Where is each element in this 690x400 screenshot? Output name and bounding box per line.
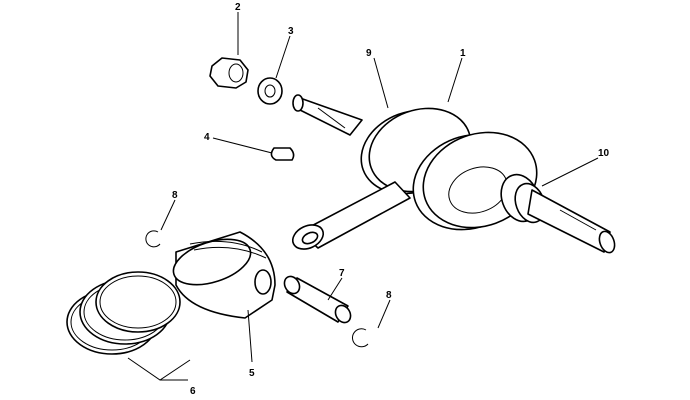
leader-lines — [127, 12, 599, 381]
key — [270, 147, 295, 161]
washer — [257, 77, 283, 105]
callout-piston: 5 — [249, 368, 255, 379]
circlip-right — [351, 328, 369, 348]
callout-piston-rings: 6 — [190, 386, 196, 397]
callout-crankshaft-assembly: 1 — [460, 48, 466, 59]
callout-nut: 2 — [235, 2, 241, 13]
callout-bearing: 10 — [598, 148, 610, 159]
piston-rings — [66, 271, 181, 355]
nut — [209, 57, 249, 89]
callout-labels: 2 3 9 1 4 10 8 7 8 5 6 — [172, 2, 610, 397]
crankshaft-assembly — [291, 94, 616, 254]
callout-key: 4 — [204, 132, 210, 143]
callout-crankshaft-left: 9 — [366, 48, 372, 59]
circlip-left — [145, 230, 161, 248]
callout-washer: 3 — [288, 26, 294, 37]
piston-pin — [283, 275, 352, 324]
callout-piston-pin: 7 — [339, 268, 345, 279]
piston — [172, 231, 276, 319]
callout-circlip-left: 8 — [172, 190, 178, 201]
callout-circlip-right: 8 — [386, 290, 392, 301]
